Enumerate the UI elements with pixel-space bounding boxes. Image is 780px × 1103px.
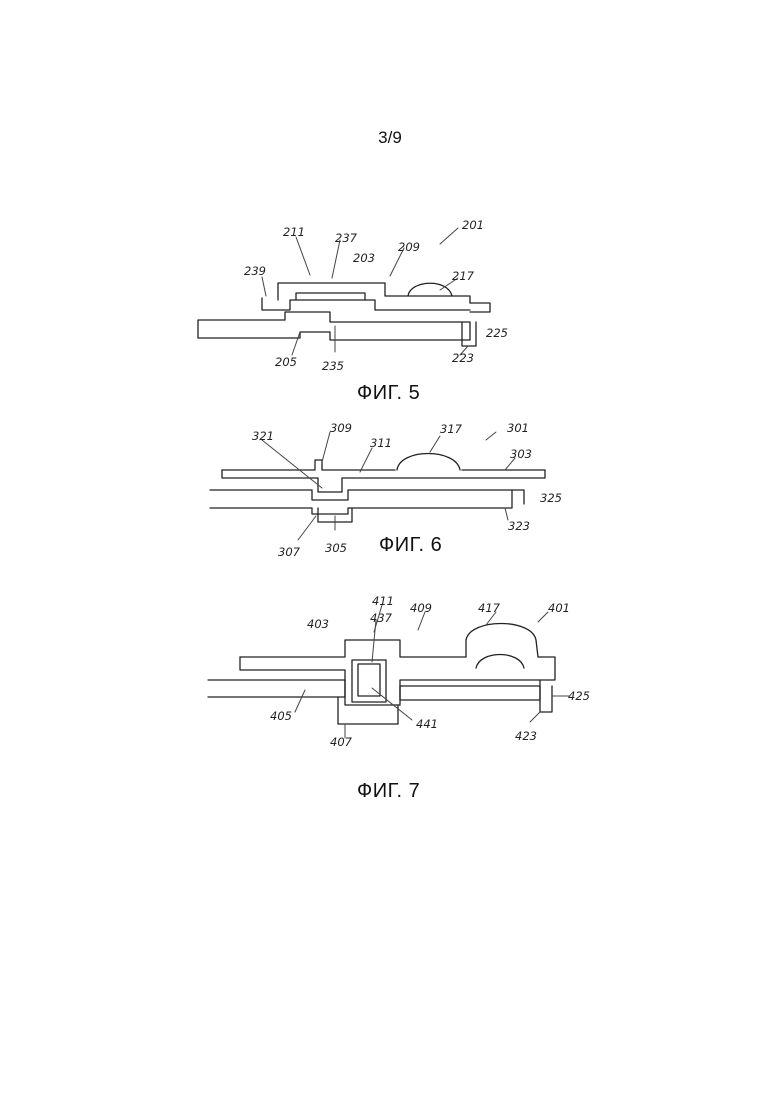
figure-5-leaders (262, 228, 468, 355)
figure-6-drawing (210, 454, 545, 523)
ref-225: 225 (486, 326, 508, 340)
ref-409: 409 (410, 601, 432, 615)
ref-309: 309 (330, 421, 352, 435)
ref-237: 237 (335, 231, 358, 245)
ref-305: 305 (325, 541, 347, 555)
figure-6-caption: ФИГ. 6 (379, 534, 442, 557)
ref-311: 311 (370, 436, 392, 450)
ref-407: 407 (330, 735, 353, 749)
ref-425: 425 (568, 689, 590, 703)
ref-401: 401 (548, 601, 570, 615)
ref-325: 325 (540, 491, 562, 505)
ref-303: 303 (510, 447, 532, 461)
figure-7-drawing (208, 624, 555, 725)
figure-5-caption: ФИГ. 5 (357, 382, 420, 405)
ref-441: 441 (416, 717, 438, 731)
ref-217: 217 (452, 269, 475, 283)
ref-301: 301 (507, 421, 529, 435)
ref-317: 317 (440, 422, 463, 436)
ref-321: 321 (252, 429, 274, 443)
ref-205: 205 (275, 355, 297, 369)
ref-417: 417 (478, 601, 501, 615)
ref-405: 405 (270, 709, 292, 723)
ref-411: 411 (372, 594, 394, 608)
ref-403: 403 (307, 617, 329, 631)
ref-235: 235 (322, 359, 344, 373)
ref-423: 423 (515, 729, 537, 743)
ref-223: 223 (452, 351, 474, 365)
ref-201: 201 (462, 218, 484, 232)
ref-307: 307 (278, 545, 301, 559)
ref-437: 437 (370, 611, 393, 625)
ref-209: 209 (398, 240, 420, 254)
ref-211: 211 (283, 225, 305, 239)
ref-239: 239 (244, 264, 266, 278)
ref-323: 323 (508, 519, 530, 533)
figure-7-caption: ФИГ. 7 (357, 780, 420, 803)
ref-203: 203 (353, 251, 375, 265)
figure-5-drawing (198, 283, 490, 346)
